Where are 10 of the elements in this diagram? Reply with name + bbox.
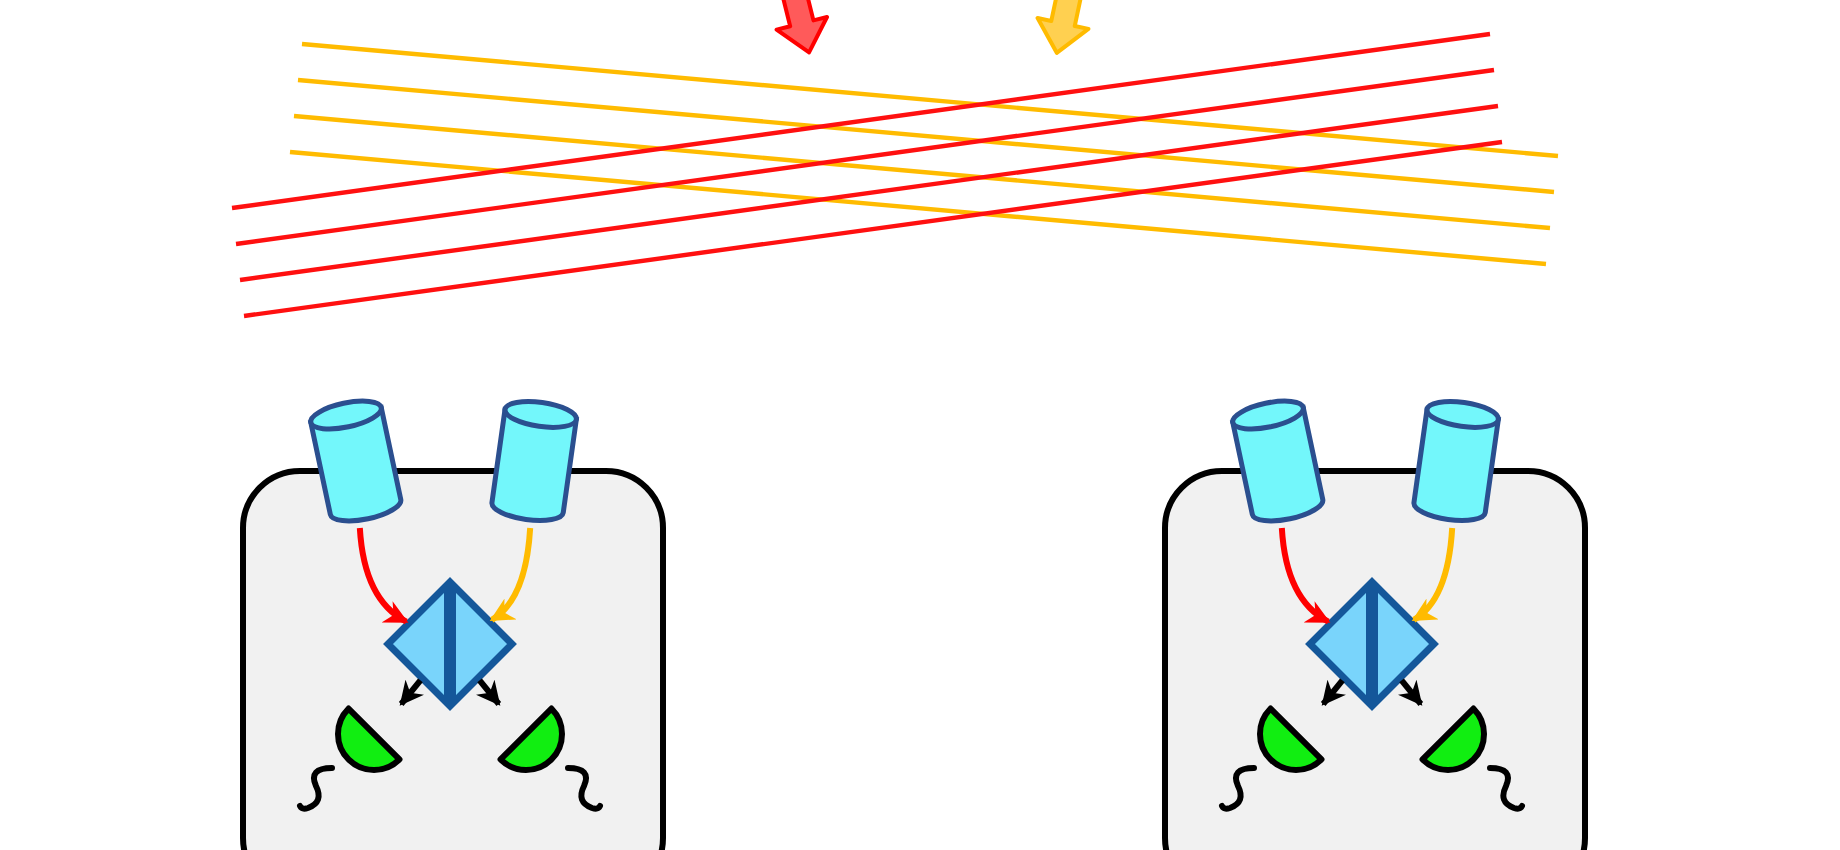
arrow <box>489 527 534 623</box>
arrow <box>356 527 409 625</box>
arrow <box>1320 678 1347 706</box>
module-box <box>240 468 666 850</box>
arrow <box>1397 678 1424 706</box>
arrow <box>398 678 425 706</box>
module-box <box>1162 468 1588 850</box>
arrow <box>475 678 502 706</box>
arrow <box>1411 527 1456 623</box>
arrow <box>1278 527 1331 625</box>
